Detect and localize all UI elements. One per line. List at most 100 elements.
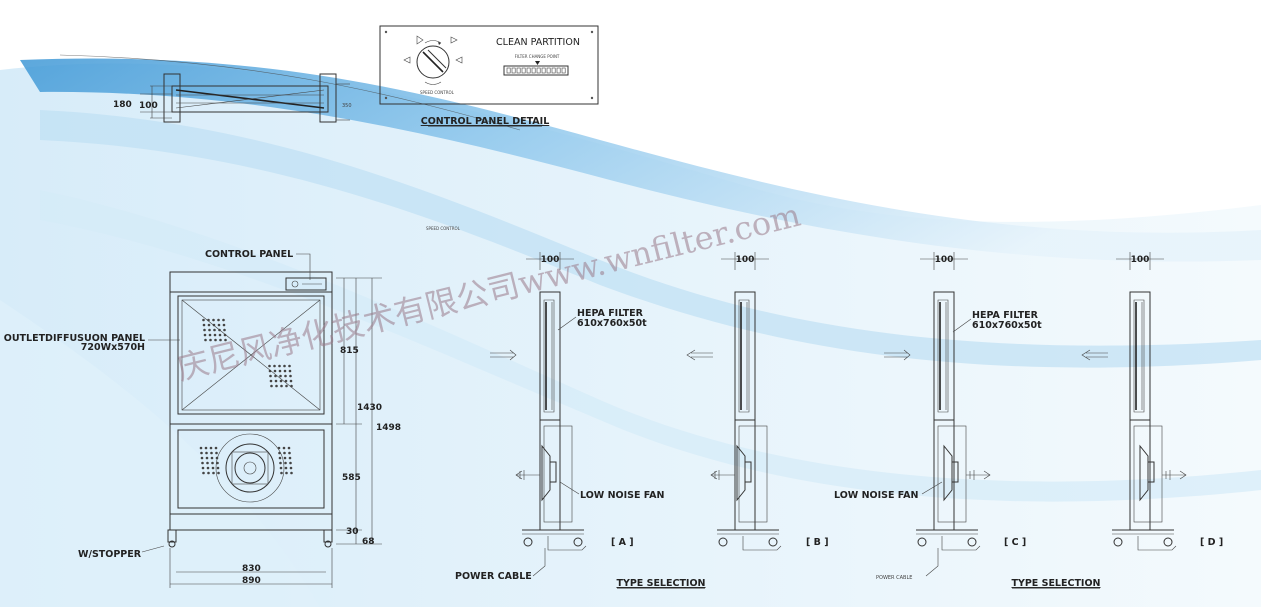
grille-dot — [284, 379, 288, 383]
fan-blade-icon — [1139, 444, 1149, 502]
grille-dot — [202, 471, 205, 475]
indicator-segment — [526, 67, 531, 74]
caster-icon — [967, 537, 977, 547]
fan-blade-icon — [541, 444, 551, 502]
outlet-size-label: 720Wx570H — [81, 342, 145, 353]
indicator-segment — [541, 67, 546, 74]
top-view: 180 100 350 — [113, 73, 352, 123]
grille-dot — [278, 369, 282, 373]
grille-dot — [268, 364, 271, 368]
side-views: 100 100 100 100 — [490, 252, 1187, 551]
grille-dot — [290, 471, 293, 475]
grille-dot — [284, 466, 288, 470]
fan-motor-icon — [744, 461, 752, 483]
grille-dot — [217, 471, 220, 475]
grille-dot — [289, 374, 292, 378]
grille-dot — [285, 471, 288, 475]
fan-airflow-arrow — [966, 470, 991, 480]
grille-dot — [200, 456, 204, 460]
top-dim-350: 350 — [342, 103, 352, 109]
type-c-label: [ C ] — [1004, 537, 1026, 548]
width-dim-label: 100 — [935, 255, 954, 265]
grille-dot — [215, 451, 218, 455]
type-d-label: [ D ] — [1200, 537, 1223, 548]
grille-dot — [214, 338, 217, 342]
width-dim-label: 100 — [541, 255, 560, 265]
filter-change-label: FILTER CHANGE POINT — [515, 54, 560, 59]
grille-dot — [223, 333, 227, 337]
airflow-in-arrow — [884, 349, 911, 361]
caster-icon — [718, 537, 728, 547]
grille-dot — [278, 456, 282, 460]
hepa-filter-icon — [937, 299, 949, 413]
front-view: 815 1430 1498 585 30 68 830 890 CONTROL … — [4, 226, 461, 588]
indicator-segment — [511, 67, 516, 74]
grille-dot — [280, 471, 283, 475]
grille-dot — [279, 466, 283, 470]
fan-label-a: LOW NOISE FAN — [580, 490, 665, 501]
side-view-labels: HEPA FILTER 610x760x50t LOW NOISE FAN PO… — [455, 308, 1223, 589]
power-cable-label-c: POWER CABLE — [876, 575, 912, 581]
airflow-out-arrow — [1081, 349, 1108, 361]
grille-dot — [277, 446, 281, 450]
grille-dot — [209, 446, 213, 450]
hepa-filter-icon — [738, 299, 750, 413]
fan-airflow-arrow — [1162, 470, 1187, 480]
grille-dot — [201, 466, 205, 470]
grille-dot — [213, 333, 217, 337]
grille-dot — [282, 446, 286, 450]
fan-motor-icon — [549, 461, 557, 483]
fan-blade-icon — [943, 444, 953, 502]
grille-dot — [217, 323, 221, 327]
background-swoosh — [0, 54, 1261, 607]
caster-icon — [768, 537, 778, 547]
grille-dot — [289, 379, 293, 383]
grille-dot — [204, 338, 207, 342]
grille-dot — [273, 364, 276, 368]
grille-dot — [279, 379, 283, 383]
clean-partition-title: CLEAN PARTITION — [496, 37, 580, 48]
outlet-diffusion-panel — [177, 295, 325, 415]
caster-icon — [917, 537, 927, 547]
fan-motor-icon — [951, 461, 959, 483]
side-view-a: 100 — [490, 252, 587, 551]
dim-30: 30 — [346, 527, 359, 537]
fan-shroud — [1133, 425, 1163, 523]
grille-dot — [212, 323, 216, 327]
grille-dot — [269, 374, 272, 378]
grille-dot — [218, 328, 221, 332]
grille-dot — [216, 466, 220, 470]
grille-dot — [274, 379, 278, 383]
indicator-segment — [556, 67, 561, 74]
grille-dot — [275, 384, 278, 388]
caster-icon — [523, 537, 533, 547]
grille-dot — [202, 323, 206, 327]
hepa-size-c: 610x760x50t — [972, 320, 1042, 331]
dim-585: 585 — [342, 473, 361, 483]
grille-dot — [212, 471, 215, 475]
grille-dot — [288, 364, 291, 368]
filter-indicator-bar — [503, 65, 569, 76]
grille-dot — [278, 364, 281, 368]
grille-dot — [212, 318, 215, 322]
grille-dot — [288, 451, 291, 455]
grille-dot — [222, 323, 226, 327]
grille-dot — [288, 369, 292, 373]
grille-dot — [208, 328, 211, 332]
grille-dot — [215, 456, 219, 460]
side-view-c: 100 — [884, 252, 991, 551]
control-panel-detail: SPEED CONTROL CLEAN PARTITION FILTER CHA… — [379, 25, 599, 127]
grille-dot — [290, 384, 293, 388]
indicator-segment — [506, 67, 511, 74]
grille-dot — [283, 369, 287, 373]
width-dim-label: 100 — [1131, 255, 1150, 265]
side-view-b: 100 — [686, 252, 782, 551]
fan-shroud — [937, 425, 967, 523]
grille-dot — [284, 461, 287, 465]
grille-dot — [287, 446, 291, 450]
top-dim-100: 100 — [139, 101, 158, 111]
grille-dot — [207, 323, 211, 327]
stopper-label: W/STOPPER — [78, 549, 142, 560]
grille-dot — [218, 333, 222, 337]
indicator-segment — [536, 67, 541, 74]
